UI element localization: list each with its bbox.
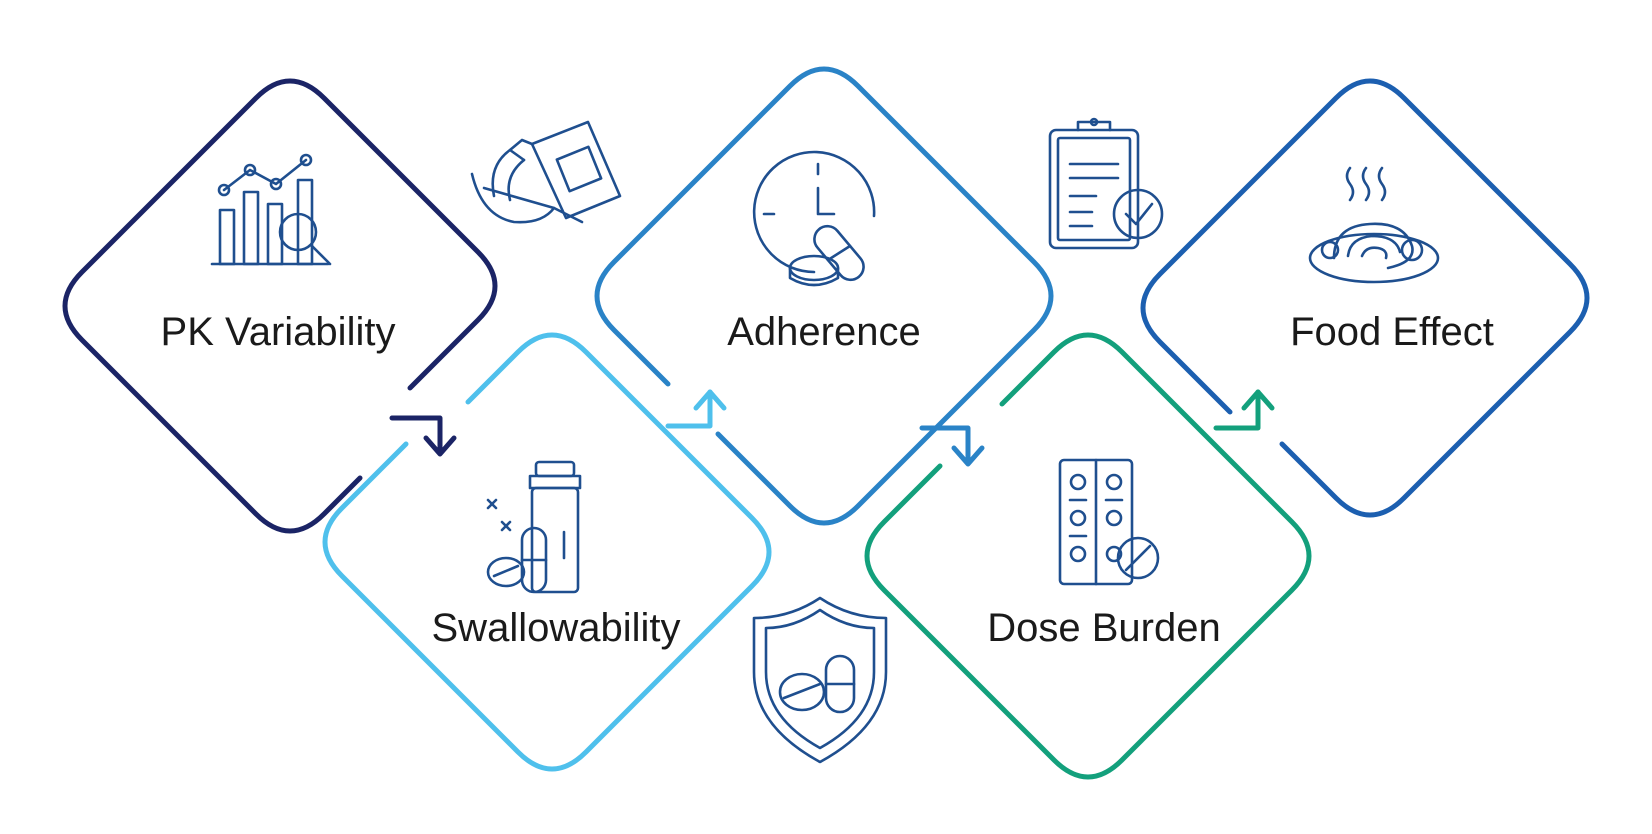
diamond-swallowability [322,332,772,772]
arrow-dose-burden-to-food-effect [1213,389,1275,431]
shield-pills-icon [752,596,888,764]
arrow-swallowability-to-adherence [665,389,727,429]
pouring-bottle-spoon-icon [470,120,622,224]
clipboard-check-icon [1048,117,1164,250]
label-swallowability: Swallowability [432,606,681,650]
label-adherence: Adherence [727,310,920,354]
label-food-effect: Food Effect [1290,310,1494,354]
diamond-dose-burden [864,332,1312,780]
diamond-adherence [594,66,1054,526]
connector-arrows [389,389,1275,467]
food-plate-icon [1308,166,1440,284]
arrow-pk-to-swallowability [389,415,457,457]
diamonds-group [62,66,1590,780]
diamond-pk-variability [62,78,498,534]
chart-magnifier-icon [210,153,332,266]
pill-bottle-icon [486,460,582,594]
arrow-adherence-to-dose-burden [919,425,985,467]
diamond-food-effect [1140,78,1590,518]
clock-pills-icon [752,150,876,287]
label-pk-variability: PK Variability [161,310,396,354]
blister-pack-icon [1058,458,1160,586]
label-dose-burden: Dose Burden [987,606,1220,650]
